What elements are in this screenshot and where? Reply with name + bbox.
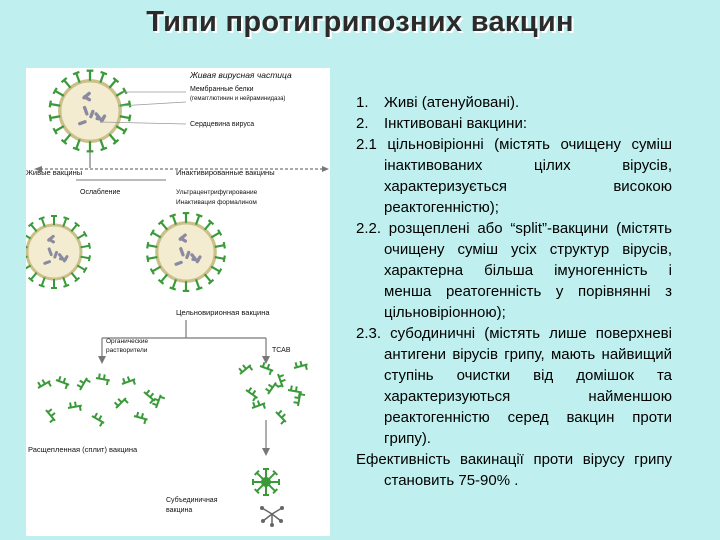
- diagram-svg: Живая вирусная частица Мембранные белки …: [26, 68, 329, 527]
- label-attenuation: Ослабление: [80, 188, 120, 196]
- list-item-subunit: 2.3. субодиничні (містять лише поверхнев…: [356, 325, 672, 447]
- vaccine-types-list: 1. Живі (атенуйовані). 2. Інктивовані ва…: [356, 92, 672, 491]
- label-organic-solvents-2: растворители: [106, 347, 148, 354]
- live-vaccine-particle: [26, 216, 90, 288]
- label-membrane-proteins: Мембранные белки: [190, 85, 254, 93]
- list-item-text: Інктивовані вакцини:: [384, 115, 528, 132]
- subunit-particles: [260, 506, 284, 527]
- list-item-number: 1.: [356, 94, 369, 111]
- label-subunit-2: вакцина: [166, 507, 192, 514]
- label-ultracentrifugation: Ультрацентрифугирование: [176, 189, 258, 196]
- whole-virion-particle: [147, 213, 225, 291]
- label-split-vaccine: Расщепленная (сплит) вакцина: [28, 445, 138, 454]
- list-item-whole-virion: 2.1 цільновіріонні (містять очищену сумі…: [356, 136, 672, 216]
- label-subunit: Субъединичная: [166, 496, 218, 504]
- slide-title: Типи протигрипозних вакцин: [146, 6, 574, 38]
- label-whole-virion: Цельновирионная вакцина: [176, 308, 270, 317]
- label-core: Сердцевина вируса: [190, 121, 254, 128]
- efficiency-note: Ефективність вакинації проти вірусу грип…: [356, 451, 672, 489]
- label-tsab: ТСАВ: [272, 347, 291, 354]
- list-item-inactivated: 2. Інктивовані вакцини:: [356, 113, 672, 134]
- label-formalin: Инактивация формалином: [176, 199, 257, 206]
- label-live-vaccines: Живые вакцины: [26, 168, 82, 177]
- list-item-number: 2.: [356, 115, 369, 132]
- label-inactivated-vaccines: Инактивированные вакцины: [176, 168, 275, 177]
- live-virus-particle: [50, 71, 131, 152]
- label-live-particle: Живая вирусная частица: [189, 70, 292, 80]
- purified-fragments: [235, 358, 310, 427]
- list-item-text: Живі (атенуйовані).: [384, 94, 520, 111]
- label-organic-solvents: Органические: [106, 338, 148, 345]
- list-item-split: 2.2. розщеплені або “split”-вакцини (міс…: [356, 220, 672, 321]
- split-vaccine-fragments: [34, 372, 167, 429]
- subunit-rosette: [252, 468, 280, 496]
- label-membrane-proteins-detail: (гемагглютинин и нейраминидаза): [190, 95, 285, 102]
- list-item-live: 1. Живі (атенуйовані).: [356, 92, 672, 113]
- vaccine-types-diagram: Живая вирусная частица Мембранные белки …: [26, 68, 330, 536]
